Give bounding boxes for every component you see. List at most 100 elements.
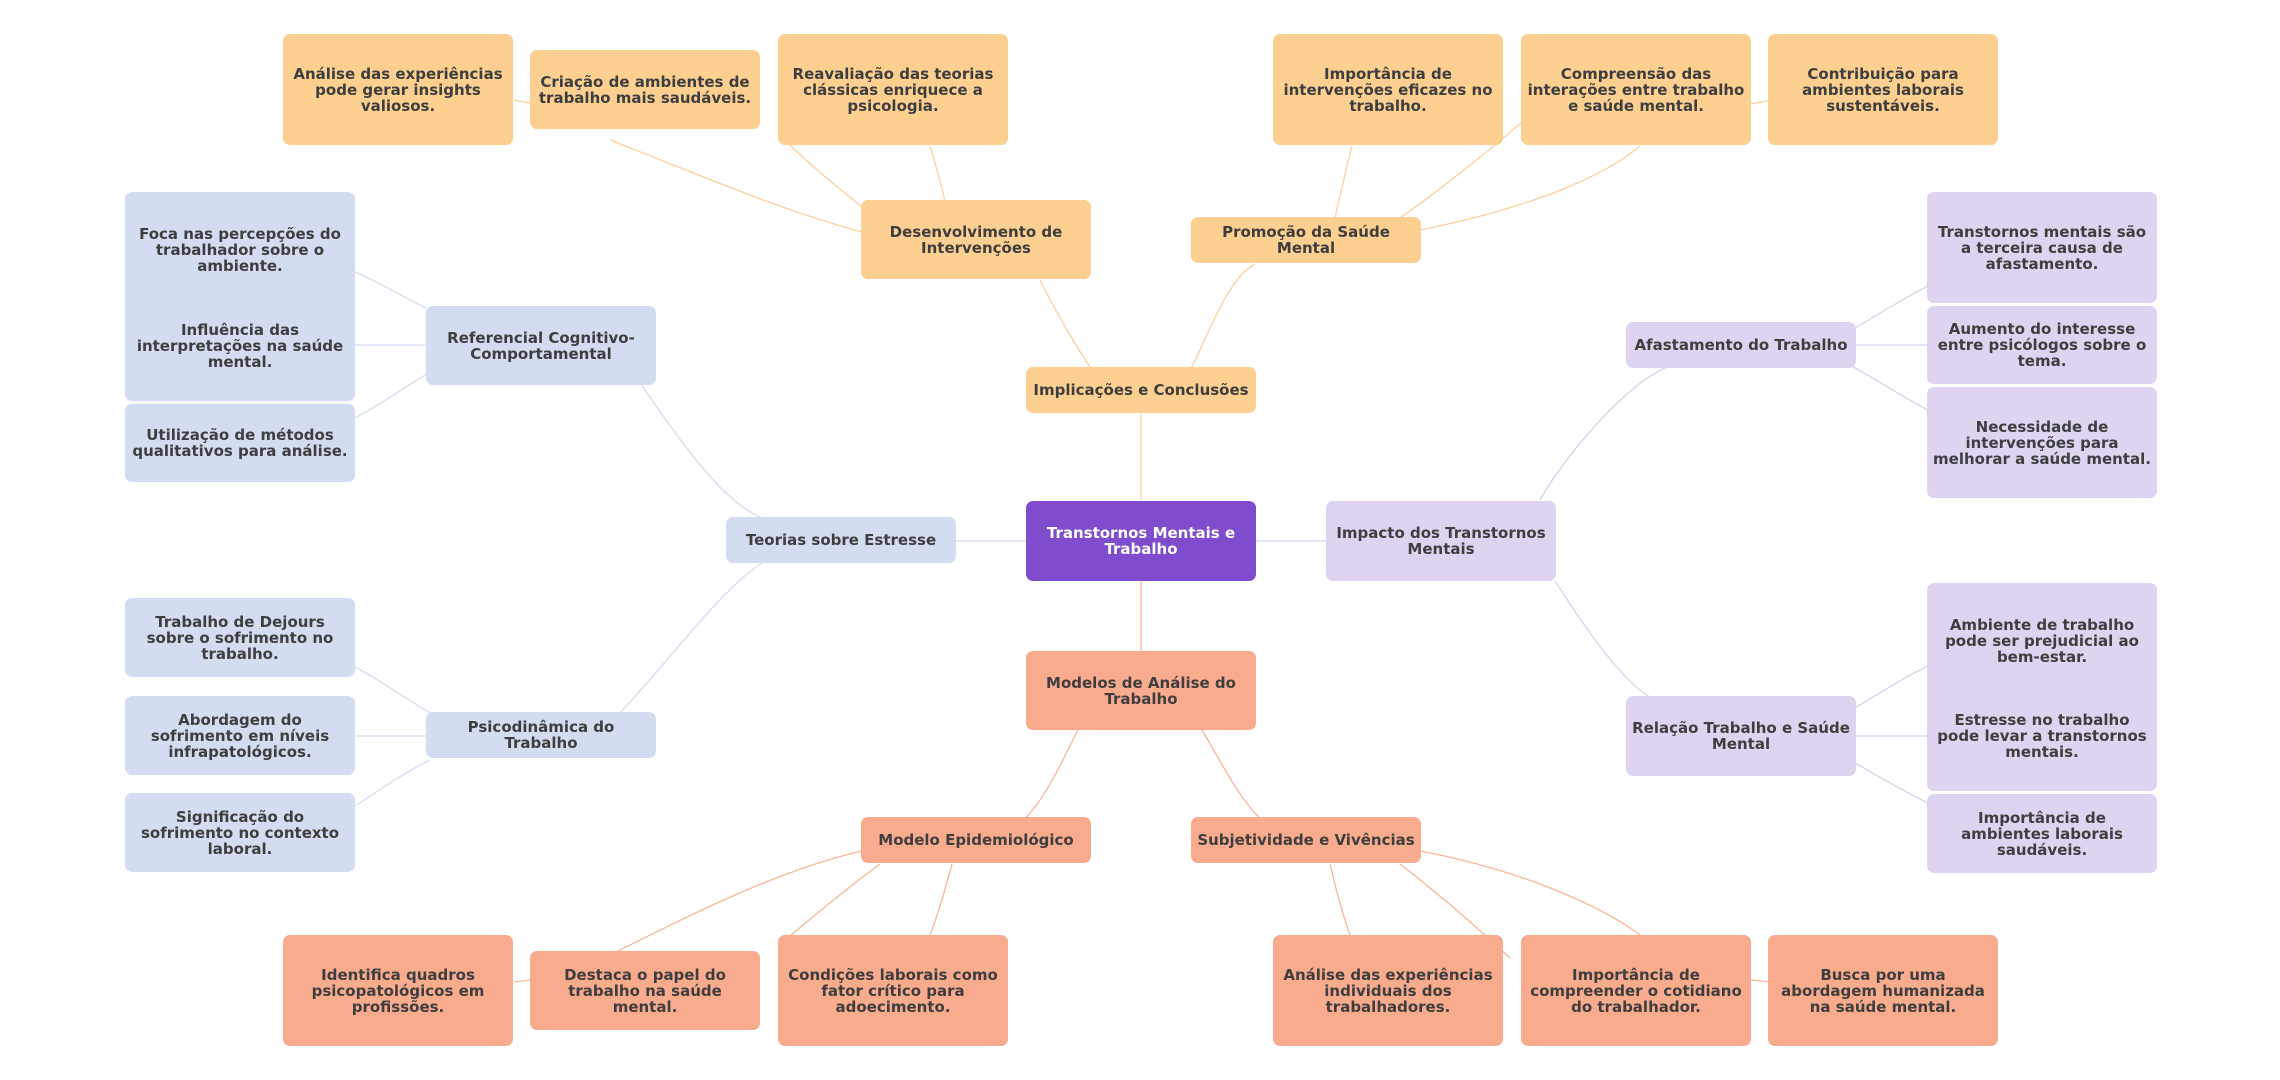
edge-promotion-item3 bbox=[1419, 145, 1641, 231]
promotion-label: Promoção da Saúde Mental bbox=[1222, 223, 1390, 257]
impact-label: Impacto dos Transtornos Mentais bbox=[1336, 524, 1546, 558]
cognitive-node[interactable]: Referencial Cognitivo-Comportamental bbox=[426, 306, 656, 385]
epidemiological-item-1-text: Identifica quadros psicopatológicos em p… bbox=[311, 965, 485, 1016]
epidemiological-item-2-text: Destaca o papel do trabalho na saúde men… bbox=[564, 965, 726, 1016]
cognitive-item-3[interactable]: Utilização de métodos qualitativos para … bbox=[125, 404, 355, 482]
development-node[interactable]: Desenvolvimento de Intervenções bbox=[861, 200, 1091, 279]
afastamento-item-1[interactable]: Transtornos mentais são a terceira causa… bbox=[1927, 192, 2157, 303]
edge-cognitive-item1 bbox=[354, 271, 427, 309]
edge-relacao-item1 bbox=[1854, 665, 1929, 709]
edge-impact-relacao bbox=[1554, 580, 1651, 698]
afastamento-node[interactable]: Afastamento do Trabalho bbox=[1626, 322, 1856, 368]
impact-node[interactable]: Impacto dos Transtornos Mentais bbox=[1326, 501, 1556, 581]
development-item-1-text: Análise das experiências pode gerar insi… bbox=[293, 64, 503, 115]
psychodynamic-node[interactable]: Psicodinâmica do Trabalho bbox=[426, 712, 656, 758]
relacao-item-1[interactable]: Ambiente de trabalho pode ser prejudicia… bbox=[1927, 583, 2157, 698]
subjectivity-item-3[interactable]: Busca por uma abordagem humanizada na sa… bbox=[1768, 935, 1998, 1046]
psychodynamic-item-3[interactable]: Significação do sofrimento no contexto l… bbox=[125, 793, 355, 872]
edge-implications-promotion bbox=[1189, 263, 1256, 371]
afastamento-item-3-text: Necessidade de intervenções para melhora… bbox=[1933, 417, 2151, 468]
edge-epi-item3 bbox=[929, 863, 953, 936]
edge-epi-subitem bbox=[513, 979, 531, 983]
epidemiological-node[interactable]: Modelo Epidemiológico bbox=[861, 817, 1091, 863]
edge-impact-afastamento bbox=[1539, 366, 1669, 501]
development-item-1[interactable]: Análise das experiências pode gerar insi… bbox=[283, 34, 513, 145]
root-node[interactable]: Transtornos Mentais e Trabalho bbox=[1026, 501, 1256, 581]
epidemiological-item-3[interactable]: Condições laborais como fator crítico pa… bbox=[778, 935, 1008, 1046]
edge-epi-item2 bbox=[784, 863, 881, 941]
promotion-item-3[interactable]: Contribuição para ambientes laborais sus… bbox=[1768, 34, 1998, 145]
psychodynamic-item-3-text: Significação do sofrimento no contexto l… bbox=[140, 807, 340, 858]
models-label: Modelos de Análise do Trabalho bbox=[1046, 673, 1236, 708]
edge-psycho-item3 bbox=[354, 759, 431, 807]
epidemiological-item-1[interactable]: Identifica quadros psicopatológicos em p… bbox=[283, 935, 513, 1046]
promotion-item-1[interactable]: Importância de intervenções eficazes no … bbox=[1273, 34, 1503, 145]
promotion-item-2[interactable]: Compreensão das interações entre trabalh… bbox=[1521, 34, 1751, 145]
development-item-3-text: Reavaliação das teorias clássicas enriqu… bbox=[792, 64, 994, 115]
promotion-item-2-text: Compreensão das interações entre trabalh… bbox=[1527, 64, 1745, 115]
subjectivity-item-2-text: Importância de compreender o cotidiano d… bbox=[1530, 965, 1742, 1016]
promotion-node[interactable]: Promoção da Saúde Mental bbox=[1191, 217, 1421, 263]
afastamento-item-3[interactable]: Necessidade de intervenções para melhora… bbox=[1927, 387, 2157, 498]
subjectivity-node[interactable]: Subjetividade e Vivências bbox=[1191, 817, 1421, 863]
edge-subj-item1 bbox=[1329, 863, 1351, 936]
relacao-node[interactable]: Relação Trabalho e Saúde Mental bbox=[1626, 696, 1856, 776]
implications-node[interactable]: Implicações e Conclusões bbox=[1026, 367, 1256, 413]
subjectivity-item-2[interactable]: Importância de compreender o cotidiano d… bbox=[1521, 935, 1751, 1046]
epidemiological-label: Modelo Epidemiológico bbox=[878, 831, 1074, 849]
edge-development-item1 bbox=[609, 139, 863, 233]
relacao-item-1-text: Ambiente de trabalho pode ser prejudicia… bbox=[1945, 615, 2139, 666]
development-item-2[interactable]: Criação de ambientes de trabalho mais sa… bbox=[530, 50, 760, 129]
cognitive-item-2[interactable]: Influência das interpretações na saúde m… bbox=[125, 290, 355, 401]
theories-label: Teorias sobre Estresse bbox=[745, 531, 937, 549]
root-label: Transtornos Mentais e Trabalho bbox=[1046, 524, 1236, 558]
afastamento-item-2[interactable]: Aumento do interesse entre psicólogos so… bbox=[1927, 306, 2157, 384]
afastamento-item-1-text: Transtornos mentais são a terceira causa… bbox=[1937, 222, 2147, 273]
epidemiological-item-3-text: Condições laborais como fator crítico pa… bbox=[788, 965, 998, 1016]
edge-afastamento-item3 bbox=[1849, 364, 1929, 411]
edge-epi-item1 bbox=[609, 850, 863, 956]
cognitive-item-1-text: Foca nas percepções do trabalhador sobre… bbox=[139, 224, 341, 275]
edge-models-subjectivity bbox=[1201, 729, 1261, 819]
development-label: Desenvolvimento de Intervenções bbox=[889, 222, 1063, 257]
epidemiological-item-2[interactable]: Destaca o papel do trabalho na saúde men… bbox=[530, 951, 760, 1030]
edge-theories-cognitive bbox=[639, 382, 763, 519]
theories-node[interactable]: Teorias sobre Estresse bbox=[726, 517, 956, 563]
psychodynamic-item-1[interactable]: Trabalho de Dejours sobre o sofrimento n… bbox=[125, 598, 355, 677]
development-item-3[interactable]: Reavaliação das teorias clássicas enriqu… bbox=[778, 34, 1008, 145]
edge-theories-psychodynamic bbox=[619, 562, 763, 714]
promotion-item-1-text: Importância de intervenções eficazes no … bbox=[1283, 64, 1493, 115]
edge-promotion-item1 bbox=[1334, 145, 1353, 219]
cognitive-label: Referencial Cognitivo-Comportamental bbox=[447, 328, 635, 363]
psychodynamic-label: Psicodinâmica do Trabalho bbox=[467, 718, 615, 752]
edge-implications-development bbox=[1039, 279, 1093, 371]
edge-models-epidemiological bbox=[1024, 729, 1079, 819]
edge-promotion-item2 bbox=[1399, 121, 1523, 219]
afastamento-item-2-text: Aumento do interesse entre psicólogos so… bbox=[1937, 320, 2147, 370]
models-node[interactable]: Modelos de Análise do Trabalho bbox=[1026, 651, 1256, 730]
edge-subj-item3 bbox=[1419, 850, 1641, 936]
psychodynamic-item-2[interactable]: Abordagem do sofrimento em níveis infrap… bbox=[125, 696, 355, 775]
edge-development-item2 bbox=[789, 144, 863, 208]
edge-cognitive-item3 bbox=[354, 371, 431, 419]
edge-relacao-item3 bbox=[1854, 762, 1929, 804]
relacao-item-2-text: Estresse no trabalho pode levar a transt… bbox=[1937, 710, 2147, 761]
subjectivity-item-1-text: Análise das experiências individuais dos… bbox=[1283, 965, 1493, 1016]
relacao-item-3[interactable]: Importância de ambientes laborais saudáv… bbox=[1927, 794, 2157, 873]
cognitive-item-3-text: Utilização de métodos qualitativos para … bbox=[132, 426, 348, 460]
relacao-item-2[interactable]: Estresse no trabalho pode levar a transt… bbox=[1927, 680, 2157, 791]
psychodynamic-item-1-text: Trabalho de Dejours sobre o sofrimento n… bbox=[146, 612, 334, 663]
subjectivity-item-3-text: Busca por uma abordagem humanizada na sa… bbox=[1781, 965, 1985, 1016]
relacao-label: Relação Trabalho e Saúde Mental bbox=[1632, 719, 1850, 753]
subjectivity-label: Subjetividade e Vivências bbox=[1197, 831, 1415, 849]
relacao-item-3-text: Importância de ambientes laborais saudáv… bbox=[1961, 808, 2123, 859]
edge-development-item3 bbox=[929, 145, 946, 202]
promotion-item-3-text: Contribuição para ambientes laborais sus… bbox=[1802, 64, 1964, 115]
edge-psycho-item1 bbox=[354, 666, 431, 714]
development-item-2-text: Criação de ambientes de trabalho mais sa… bbox=[538, 72, 752, 107]
subjectivity-item-1[interactable]: Análise das experiências individuais dos… bbox=[1273, 935, 1503, 1046]
psychodynamic-item-2-text: Abordagem do sofrimento em níveis infrap… bbox=[150, 710, 330, 761]
edge-dev-subitem bbox=[513, 99, 531, 104]
afastamento-label: Afastamento do Trabalho bbox=[1634, 336, 1848, 354]
cognitive-item-1[interactable]: Foca nas percepções do trabalhador sobre… bbox=[125, 192, 355, 307]
